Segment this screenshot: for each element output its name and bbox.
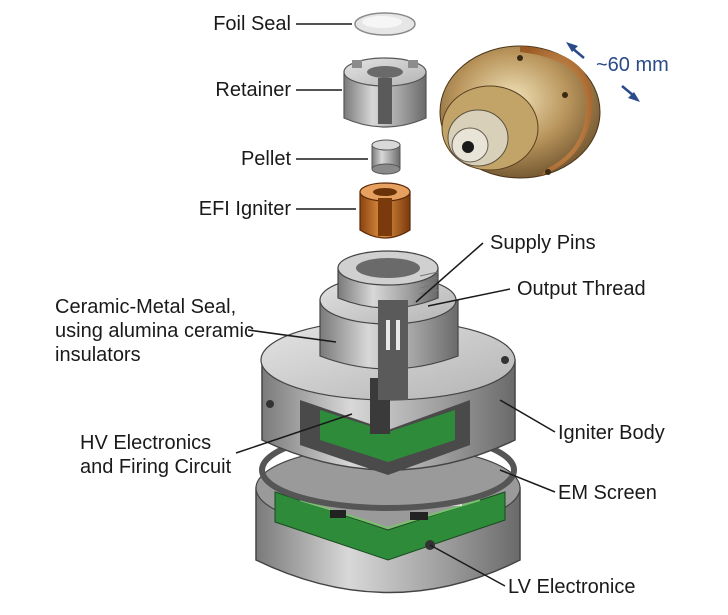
label-igniter-body: Igniter Body — [558, 422, 665, 444]
foil-seal-part — [354, 12, 416, 36]
label-ceramic-line1: Ceramic-Metal Seal, — [55, 296, 237, 318]
label-hv-line1: HV Electronics — [80, 432, 212, 454]
label-em-screen: EM Screen — [558, 482, 657, 504]
label-lv-electronice: LV Electronice — [508, 576, 636, 598]
efi-igniter-part — [359, 182, 411, 239]
label-pellet: Pellet — [240, 148, 291, 170]
assembled-igniter-photo — [439, 45, 601, 179]
label-hv-electronics: HV Electronics and Firing Circuit — [80, 431, 231, 479]
label-efi-igniter: EFI Igniter — [198, 198, 291, 220]
label-ceramic-line2: using alumina ceramic — [55, 320, 254, 342]
label-output-thread: Output Thread — [517, 278, 646, 300]
dimension-arrow — [566, 42, 640, 102]
igniter-body-cutaway — [255, 250, 521, 594]
label-ceramic-metal-seal: Ceramic-Metal Seal, using alumina cerami… — [55, 295, 254, 367]
label-retainer: Retainer — [215, 79, 291, 101]
label-hv-line2: and Firing Circuit — [80, 456, 232, 478]
label-ceramic-line3: insulators — [55, 344, 141, 366]
pellet-part — [371, 139, 401, 175]
leader-lines — [235, 23, 556, 587]
label-foil-seal: Foil Seal — [213, 13, 291, 35]
label-supply-pins: Supply Pins — [490, 232, 596, 254]
retainer-part — [343, 57, 427, 128]
label-dimension: ~60 mm — [596, 54, 669, 76]
